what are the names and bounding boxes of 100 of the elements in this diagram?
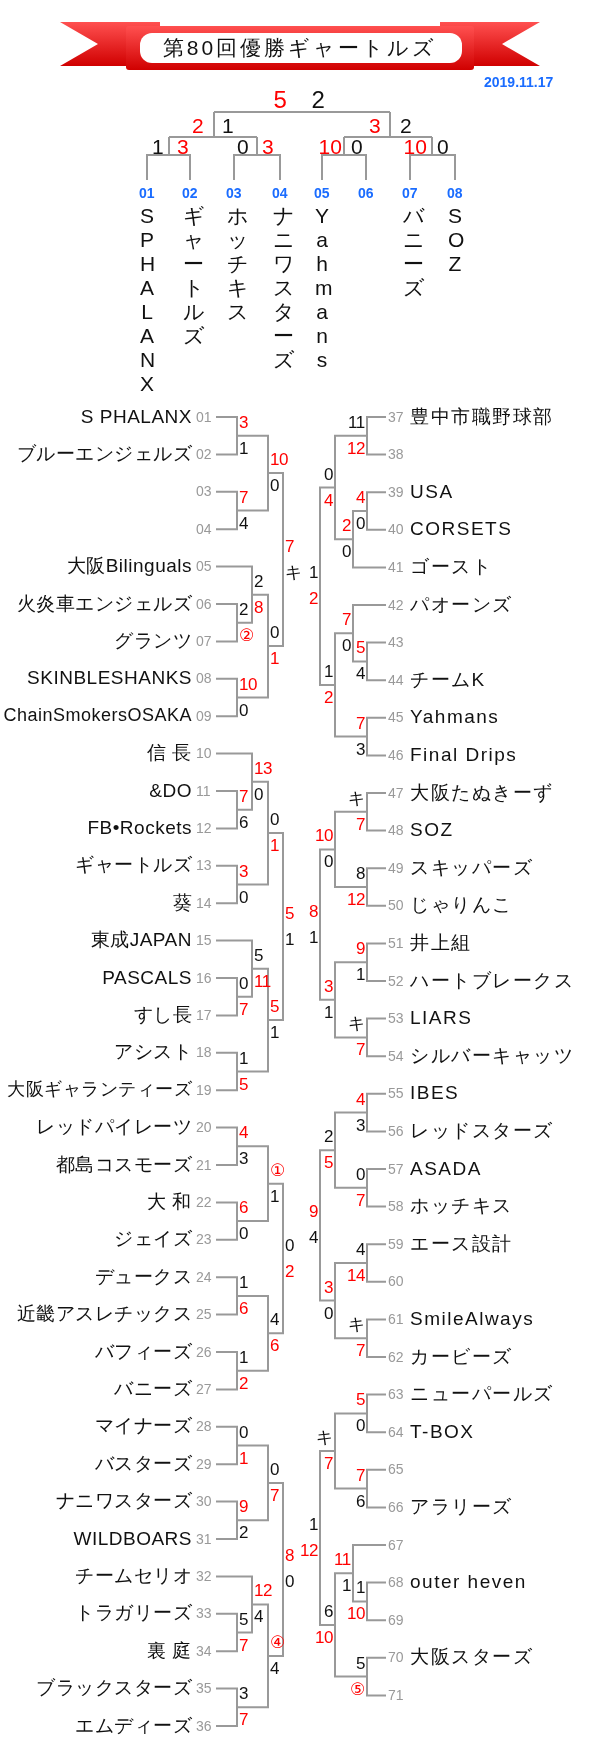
team-name: WILDBOARS xyxy=(73,1527,192,1551)
seed-number: 11 xyxy=(196,782,211,800)
score: 0 xyxy=(270,1460,279,1479)
seed-number: 35 xyxy=(196,1680,212,1698)
score: 12 xyxy=(300,1541,318,1560)
seed-number: 20 xyxy=(196,1119,212,1137)
score: 1 xyxy=(270,650,279,668)
seed-number: 68 xyxy=(388,1574,404,1592)
seed-number: 59 xyxy=(388,1235,404,1253)
seed-number: 01 xyxy=(196,408,212,426)
seed-number: 51 xyxy=(388,934,404,952)
seed-number: 42 xyxy=(388,596,404,614)
score: 4 xyxy=(309,1229,318,1248)
seed-number: 36 xyxy=(196,1717,212,1735)
score: 7 xyxy=(239,1711,248,1730)
score: 6 xyxy=(356,1492,365,1511)
seed-number: 13 xyxy=(196,857,212,875)
score: 0 xyxy=(239,1225,248,1243)
team-name: すし長 xyxy=(133,1003,192,1027)
score: 0 xyxy=(239,888,248,907)
seed-number: 03 xyxy=(226,184,242,202)
score: 1 xyxy=(324,662,333,681)
score: 0 xyxy=(254,785,263,804)
date: 2019.11.17 xyxy=(484,73,554,91)
score: 4 xyxy=(270,1311,279,1330)
seed-number: 69 xyxy=(388,1611,404,1629)
score: 10 xyxy=(315,827,333,846)
team-name: ブルーエンジェルズ xyxy=(16,442,192,466)
team-name: レッドスターズ xyxy=(410,1119,554,1143)
seed-number: 62 xyxy=(388,1348,404,1366)
score: 5 xyxy=(239,1610,248,1629)
seed-number: 05 xyxy=(196,558,212,576)
seed-number: 66 xyxy=(388,1498,404,1516)
team-name: アラリーズ xyxy=(410,1495,513,1519)
team-name: カービーズ xyxy=(410,1345,513,1369)
score: 7 xyxy=(356,1466,365,1485)
seed-number: 27 xyxy=(196,1380,212,1398)
score: 2 xyxy=(324,1128,333,1147)
seed-number: 71 xyxy=(388,1686,404,1704)
team-name: &DO xyxy=(149,779,192,803)
team-name: 大阪たぬきーず xyxy=(410,781,554,805)
score: 1 xyxy=(239,1273,248,1292)
score: 0 xyxy=(239,974,248,993)
score: 1 xyxy=(222,113,234,137)
seed-number: 12 xyxy=(196,819,212,837)
score: キ xyxy=(316,1429,333,1447)
score: 2 xyxy=(324,688,333,707)
seed-number: 06 xyxy=(196,595,212,613)
score: 7 xyxy=(239,787,248,806)
team-name: ニューパールズ xyxy=(410,1383,554,1406)
score: 8 xyxy=(285,1547,294,1566)
score: 8 xyxy=(356,865,365,883)
team-name: ギャートルズ xyxy=(182,204,207,348)
score: 7 xyxy=(324,1455,333,1473)
score: 6 xyxy=(324,1602,333,1621)
score: 0 xyxy=(324,1304,333,1323)
team-name: Yahmans xyxy=(410,706,500,730)
score: 1 xyxy=(285,930,294,949)
score: 0 xyxy=(270,811,279,829)
team-name: 都島コスモーズ xyxy=(55,1153,192,1177)
team-name: ナニワスターズ xyxy=(55,1490,192,1513)
seed-number: 28 xyxy=(196,1418,212,1436)
score: 1 xyxy=(342,1577,351,1596)
score: 3 xyxy=(356,1116,365,1135)
team-name: CORSETS xyxy=(410,518,513,542)
score: 2 xyxy=(342,517,351,536)
seed-number: 29 xyxy=(196,1455,212,1473)
team-name: レッドパイレーツ xyxy=(36,1116,192,1139)
team-name: 近畿アスレチックス xyxy=(16,1303,192,1326)
team-name: FB•Rockets xyxy=(87,816,192,840)
team-name: ChainSmokersOSAKA xyxy=(3,705,192,727)
score: 1 xyxy=(356,966,365,985)
score: 9 xyxy=(356,940,365,959)
score: 5 xyxy=(270,998,279,1016)
seed-number: 22 xyxy=(196,1193,212,1211)
score: 10 xyxy=(239,675,257,694)
seed-number: 04 xyxy=(272,184,288,202)
seed-number: 64 xyxy=(388,1423,404,1441)
score: 4 xyxy=(356,665,365,684)
score: 2 xyxy=(311,87,325,114)
score: 3 xyxy=(177,134,189,158)
score: 4 xyxy=(324,491,333,510)
score: キ xyxy=(348,1316,365,1335)
team-name: SKINBLESHANKS xyxy=(27,667,192,691)
score: 3 xyxy=(239,413,248,432)
team-name: PASCALS xyxy=(102,966,192,990)
score: 11 xyxy=(348,413,365,432)
team-name: ASADA xyxy=(410,1157,482,1181)
score: ② xyxy=(239,626,254,645)
score: 2 xyxy=(239,600,248,619)
score: 0 xyxy=(270,477,279,495)
team-name: S PHALANX xyxy=(80,405,192,429)
score: 4 xyxy=(239,1124,248,1143)
team-name: 東成JAPAN xyxy=(90,929,192,952)
score: 3 xyxy=(262,134,274,158)
score: ① xyxy=(270,1161,285,1180)
score: 3 xyxy=(239,1150,248,1169)
score: 2 xyxy=(239,1374,248,1393)
seed-number: 58 xyxy=(388,1198,404,1216)
team-name: Yahmans xyxy=(314,204,339,372)
